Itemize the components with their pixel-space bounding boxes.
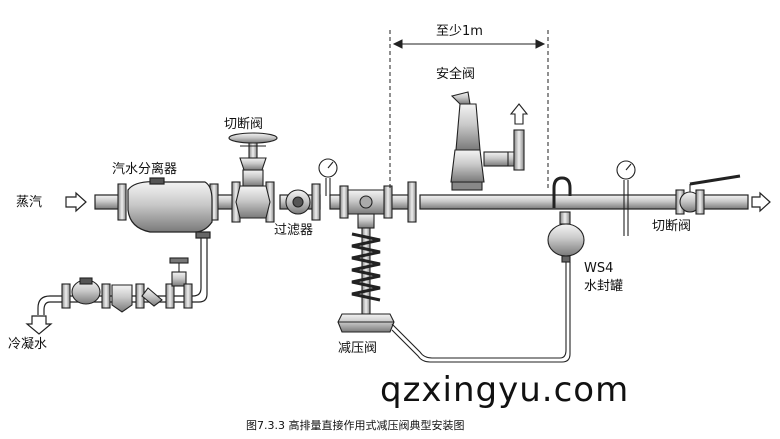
- label-steam-inlet: 蒸汽: [16, 195, 43, 210]
- label-pressure-reducing-valve: 减压阀: [338, 341, 378, 356]
- label-condensate: 冷凝水: [8, 337, 48, 352]
- strainer: [285, 189, 311, 215]
- inlet-arrow-icon: [65, 191, 87, 213]
- sensing-line: [391, 262, 571, 363]
- label-safety-valve: 安全阀: [436, 67, 476, 82]
- label-ws4: WS4: [584, 261, 614, 276]
- label-distance: 至少1m: [436, 24, 483, 39]
- steam-separator: [127, 177, 213, 239]
- condensate-arrow-icon: [25, 315, 53, 335]
- pressure-reducing-valve: [337, 189, 395, 333]
- globe-valve-left: [228, 132, 278, 219]
- label-separator: 汽水分离器: [112, 162, 178, 177]
- figure-caption: 图7.3.3 高排量直接作用式减压阀典型安装图: [246, 419, 465, 432]
- pressure-gauge-right: [616, 160, 636, 236]
- trap-assembly: [61, 257, 193, 313]
- distance-dimension: [389, 30, 549, 188]
- label-shutoff-valve-left: 切断阀: [224, 117, 264, 132]
- pressure-gauge-left: [318, 158, 338, 196]
- label-shutoff-valve-right: 切断阀: [652, 219, 692, 234]
- watermark-text: qzxingyu.com: [380, 370, 630, 410]
- ball-valve-right: [675, 174, 741, 215]
- label-strainer: 过滤器: [274, 223, 314, 238]
- outlet-arrow-icon: [751, 191, 771, 213]
- safety-valve: [450, 91, 529, 191]
- separator-drain-line: [37, 238, 208, 315]
- water-seal-pot: [547, 176, 585, 263]
- label-water-seal: 水封罐: [584, 279, 624, 294]
